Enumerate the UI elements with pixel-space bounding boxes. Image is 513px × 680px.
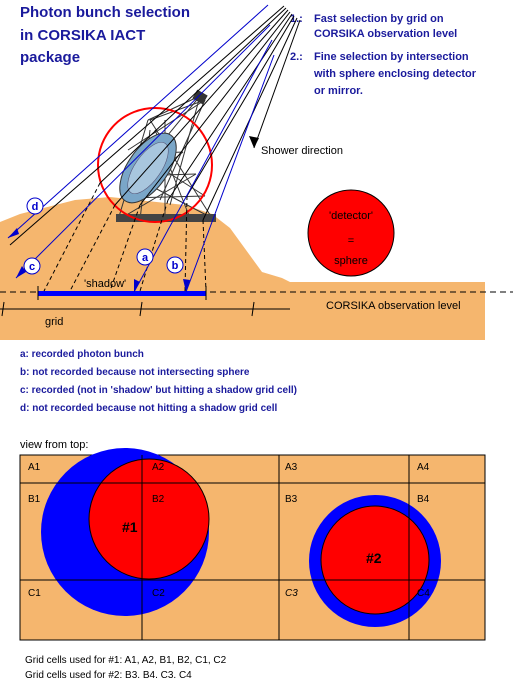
labelled-rays	[7, 4, 275, 293]
legend-b: b: not recorded because not intersecting…	[20, 367, 250, 378]
ray-legend: a: recorded photon bunch b: not recorded…	[20, 349, 297, 414]
ray-continuations	[43, 182, 207, 292]
cell-A3: A3	[285, 462, 298, 473]
marker-c-label: c	[29, 261, 35, 273]
ray-b-arrowhead	[183, 279, 190, 292]
ray-d-arrowhead	[8, 228, 19, 238]
footer-line-1: Grid cells used for #1: A1, A2, B1, B2, …	[25, 655, 227, 666]
shower-direction-arrowhead	[249, 136, 259, 148]
shadow-bar	[38, 291, 206, 296]
step-1-line-1: Fast selection by grid on	[314, 13, 444, 25]
cell-C3: C3	[285, 588, 298, 599]
cell-B1: B1	[28, 494, 41, 505]
grid-label: grid	[45, 316, 63, 328]
ray-c-arrowhead	[16, 266, 26, 278]
cell-B2: B2	[152, 494, 165, 505]
legend-d: d: not recorded because not hitting a sh…	[20, 403, 277, 414]
selection-steps: 1.: Fast selection by grid on CORSIKA ob…	[290, 13, 477, 97]
marker-b	[166, 256, 184, 274]
title-line-2: in CORSIKA IACT	[20, 27, 145, 44]
ray-markers: d c a b	[23, 197, 184, 275]
title-block: Photon bunch selection in CORSIKA IACT p…	[20, 4, 190, 66]
cell-C1: C1	[28, 588, 41, 599]
marker-b-label: b	[172, 260, 179, 272]
step-1-line-2: CORSIKA observation level	[314, 28, 457, 40]
detector-label-1: 'detector'	[329, 210, 373, 222]
cell-C4: C4	[417, 588, 430, 599]
grid-tick-3	[251, 301, 255, 317]
cell-B3: B3	[285, 494, 298, 505]
cell-labels: A1 A2 A3 A4 B1 B2 B3 B4 C1 C2 C3 C4	[28, 462, 430, 599]
step-2-line-2: with sphere enclosing detector	[313, 68, 477, 80]
cell-B4: B4	[417, 494, 430, 505]
sphere-2	[320, 505, 430, 615]
grid-tick-2	[139, 301, 143, 317]
observation-level-label: CORSIKA observation level	[326, 300, 461, 312]
marker-a-label: a	[142, 252, 149, 264]
cell-A2: A2	[152, 462, 165, 473]
ray-a-arrowhead	[134, 279, 140, 292]
top-view-heading: view from top:	[20, 439, 88, 451]
telescope-sphere	[97, 107, 213, 223]
shadow-label: 'shadow'	[84, 278, 126, 290]
top-view-grid-lines	[20, 455, 485, 640]
legend-c: c: recorded (not in 'shadow' but hitting…	[20, 385, 297, 396]
shower-direction-label: Shower direction	[261, 145, 343, 157]
step-2-line-3: or mirror.	[314, 85, 363, 97]
cell-A1: A1	[28, 462, 41, 473]
marker-d	[26, 197, 44, 215]
marker-c	[23, 257, 41, 275]
footer-line-2: Grid cells used for #2: B3. B4. C3. C4	[25, 670, 192, 680]
cell-A4: A4	[417, 462, 430, 473]
cell-C2: C2	[152, 588, 165, 599]
marker-d-label: d	[32, 201, 39, 213]
ground-terrain	[0, 197, 485, 340]
sphere-2-label: #2	[366, 550, 382, 566]
title-line-1: Photon bunch selection	[20, 4, 190, 21]
marker-a	[136, 248, 154, 266]
sphere-1-label: #1	[122, 519, 138, 535]
detector-label-3: sphere	[334, 255, 368, 267]
detector-sphere	[307, 189, 395, 277]
legend-a: a: recorded photon bunch	[20, 349, 144, 360]
step-2-line-1: Fine selection by intersection	[314, 51, 469, 63]
step-2-number: 2.:	[290, 51, 303, 63]
detector-label-2: =	[348, 235, 354, 247]
sphere-1	[88, 458, 210, 580]
grid-tick-1	[1, 301, 5, 317]
photon-rays	[9, 5, 301, 246]
title-line-3: package	[20, 49, 80, 66]
